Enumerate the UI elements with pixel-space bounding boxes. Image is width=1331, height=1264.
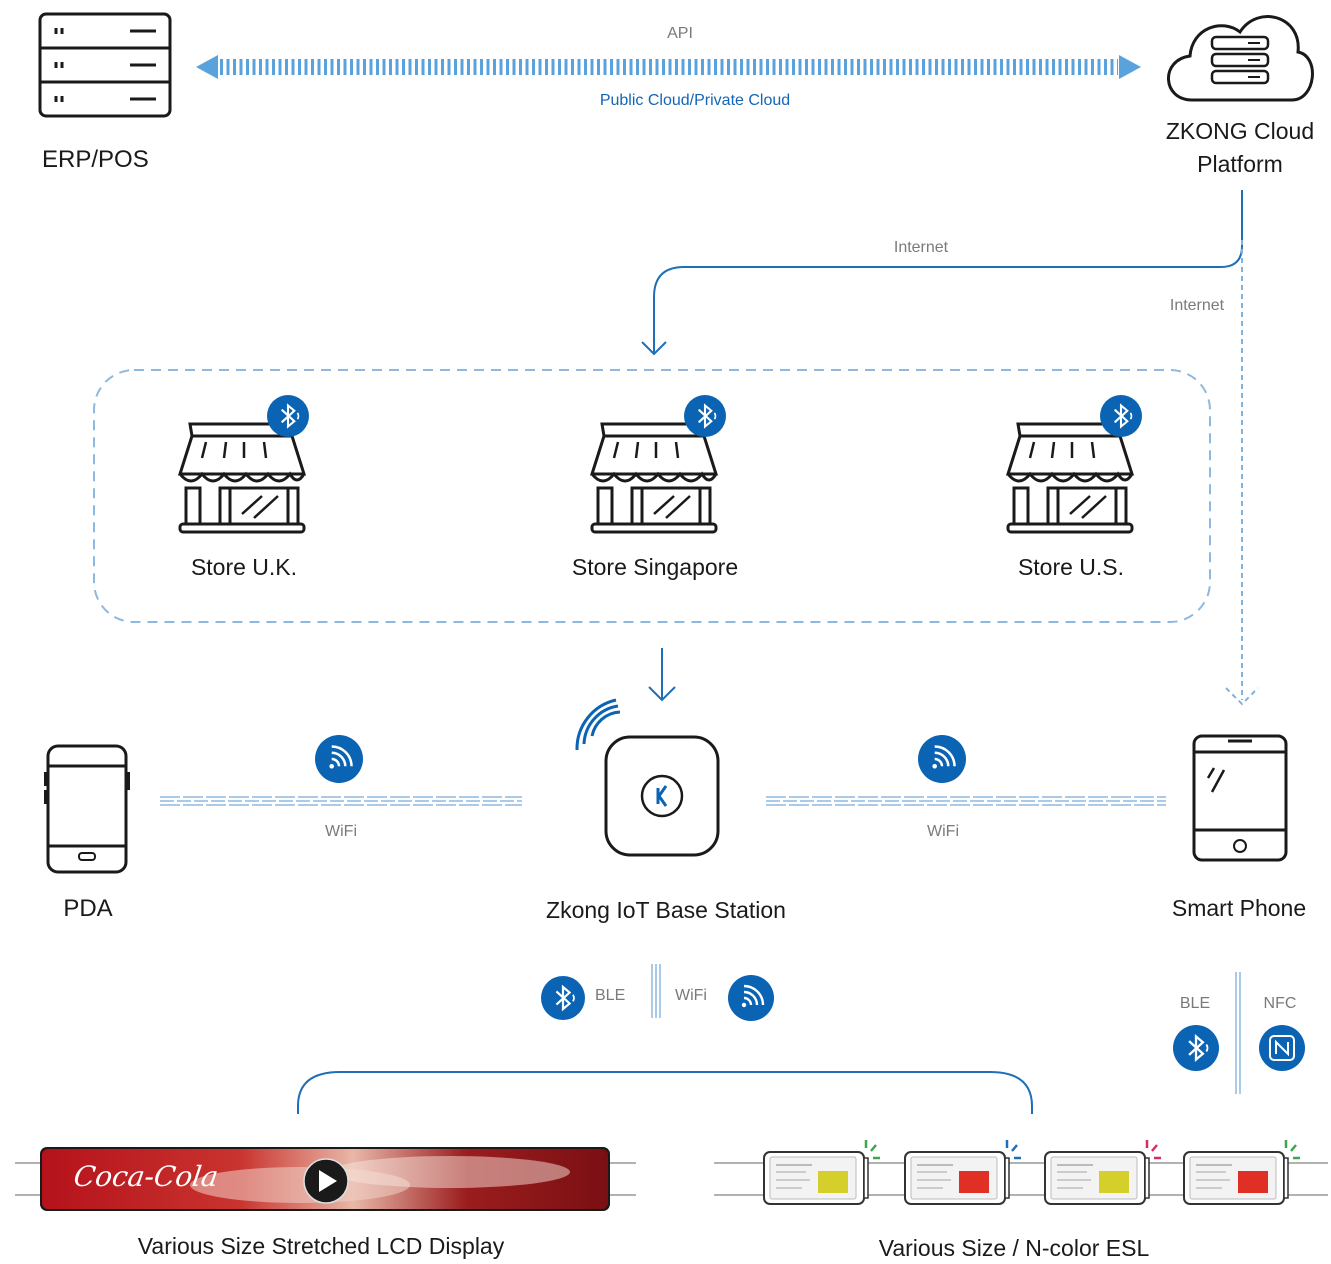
cloud-platform-label-line2: Platform <box>1197 151 1283 177</box>
base-station-icon <box>575 698 720 857</box>
internet-label: Internet <box>893 239 949 256</box>
base-station-label: Zkong IoT Base Station <box>546 897 786 923</box>
esl-label: Various Size / N-color ESL <box>878 1235 1150 1261</box>
esl-color-block <box>1238 1171 1268 1193</box>
store-icon <box>178 422 306 534</box>
bluetooth-icon <box>684 395 726 437</box>
esl-tag <box>1044 1140 1161 1205</box>
wifi-link-right <box>766 796 1166 806</box>
ble-label: BLE <box>1179 995 1211 1012</box>
smart-phone-icon <box>1192 734 1288 862</box>
lcd-display <box>15 1147 636 1211</box>
protocol-divider <box>651 964 661 1018</box>
esl-tag <box>904 1140 1021 1205</box>
esl-led-icon <box>1005 1140 1021 1160</box>
arrow-down-icon <box>1225 687 1259 706</box>
esl-tag <box>1183 1140 1300 1205</box>
lcd-display-label: Various Size Stretched LCD Display <box>137 1233 505 1259</box>
cloud-platform-label-line1: ZKONG Cloud <box>1165 118 1315 144</box>
pda-icon <box>44 744 130 874</box>
wifi-icon <box>315 735 363 783</box>
brand-logo-text: Coca-Cola <box>71 1160 221 1193</box>
wifi-icon <box>918 735 966 783</box>
esl-color-block <box>959 1171 989 1193</box>
cloud-platform-icon <box>1167 15 1314 102</box>
nfc-label: NFC <box>1263 995 1297 1012</box>
store-icon <box>590 422 718 534</box>
internet-link-to-stores <box>653 190 1243 354</box>
smart-phone-label: Smart Phone <box>1171 895 1307 921</box>
api-double-arrow <box>196 55 1141 79</box>
cloud-type-label: Public Cloud/Private Cloud <box>599 92 791 109</box>
arrow-down-icon <box>648 686 676 702</box>
esl-led-icon <box>864 1140 880 1160</box>
internet-label: Internet <box>1169 297 1225 314</box>
nfc-icon <box>1259 1025 1305 1071</box>
store-label: Store U.S. <box>1017 554 1125 580</box>
pda-label: PDA <box>63 895 113 922</box>
erp-server-icon <box>38 12 172 118</box>
wifi-label: WiFi <box>927 823 959 840</box>
ble-label: BLE <box>595 987 626 1004</box>
esl-tag <box>763 1140 880 1205</box>
bluetooth-icon <box>541 976 585 1020</box>
store-icon <box>1006 422 1134 534</box>
bluetooth-icon <box>1173 1025 1219 1071</box>
wifi-label: WiFi <box>325 823 357 840</box>
esl-led-icon <box>1284 1140 1300 1160</box>
esl-color-block <box>818 1171 848 1193</box>
wifi-icon <box>728 975 774 1021</box>
store-label: Store U.K. <box>190 554 298 580</box>
bluetooth-icon <box>267 395 309 437</box>
esl-color-block <box>1099 1171 1129 1193</box>
wifi-label: WiFi <box>675 987 707 1004</box>
store-label: Store Singapore <box>571 554 739 580</box>
erp-pos-label: ERP/POS <box>42 146 149 173</box>
esl-led-icon <box>1145 1140 1161 1160</box>
protocol-divider <box>1235 972 1241 1094</box>
wifi-link-left <box>160 796 522 806</box>
display-bracket <box>297 1071 1033 1114</box>
stores-group-box <box>93 369 1211 623</box>
api-label: API <box>667 25 693 42</box>
bluetooth-icon <box>1100 395 1142 437</box>
arrow-down-icon <box>641 341 667 356</box>
